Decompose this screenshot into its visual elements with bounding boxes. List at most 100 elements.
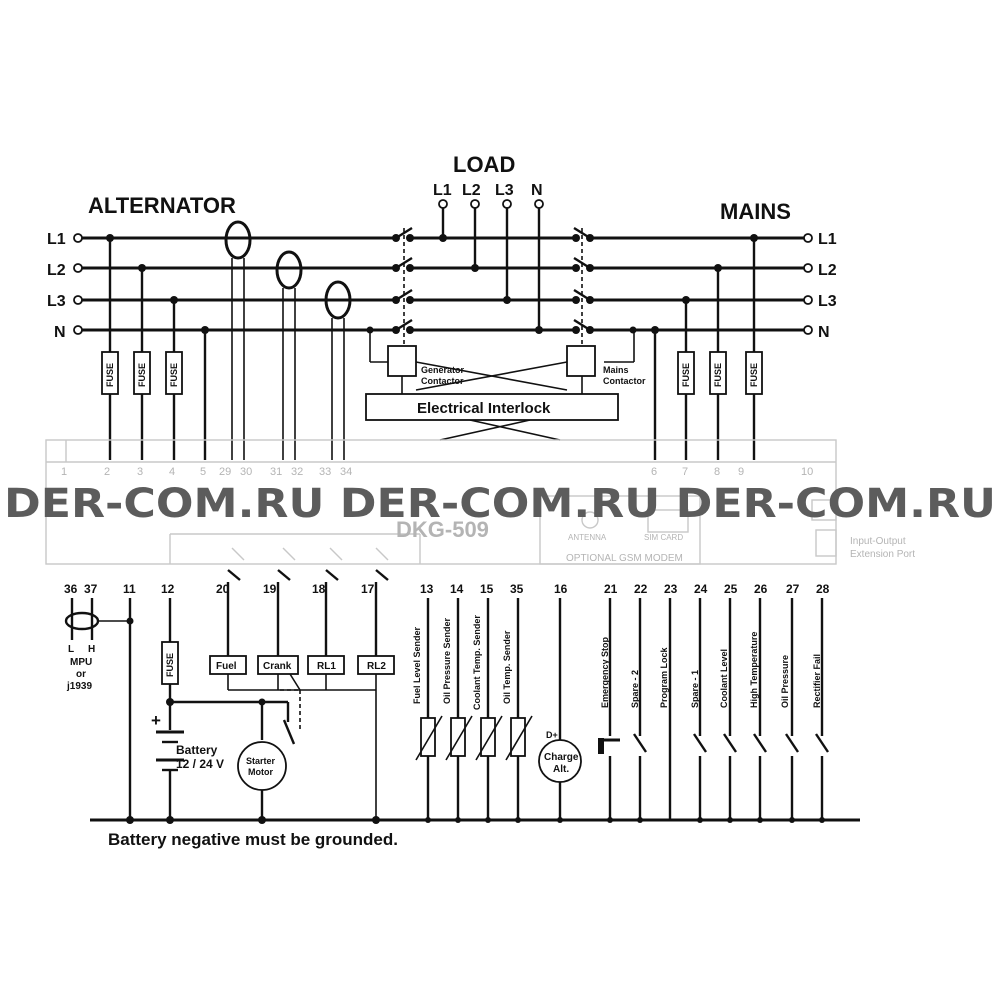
mpu-label-2: or — [76, 669, 86, 680]
bottom-terminal: 28 — [816, 582, 830, 596]
generator-contactor-coil — [387, 345, 417, 377]
load-label-n: N — [531, 182, 543, 199]
bottom-terminal: 24 — [694, 582, 708, 596]
bottom-terminal: 26 — [754, 582, 768, 596]
mpu-label-3: j1939 — [66, 681, 92, 692]
battery-label: Battery — [176, 743, 218, 757]
load-title: LOAD — [453, 152, 515, 177]
fuse-label: FUSE — [749, 363, 759, 387]
generator-contactor-switches — [392, 226, 414, 348]
alt-label-n: N — [54, 324, 66, 341]
bottom-terminal: 21 — [604, 582, 618, 596]
watermark: DER-COM.RU DER-COM.RU DER-COM.RU — [4, 481, 996, 527]
extension-port-label-1: Input-Output — [850, 536, 906, 547]
bottom-terminal: 27 — [786, 582, 800, 596]
top-terminal: 6 — [651, 466, 657, 478]
alt-label-l2: L2 — [47, 262, 66, 279]
input-oil-pressure: Oil Pressure — [780, 655, 790, 708]
sender-oil-temp: Oil Temp. Sender — [502, 630, 512, 704]
top-terminal: 31 — [270, 466, 282, 478]
mains-fuse-taps — [629, 234, 758, 460]
gsm-sim-label: SIM CARD — [644, 533, 683, 542]
input-rectifier-fail: Rectifier Fail — [812, 654, 822, 708]
load-label-l2: L2 — [462, 182, 481, 199]
generator-contactor-label-1: Generator — [421, 365, 465, 375]
mains-label-n: N — [818, 324, 830, 341]
battery-plus: + — [151, 711, 161, 730]
mains-fuse-l2: FUSE — [709, 351, 727, 395]
input-program-lock: Program Lock — [659, 646, 669, 708]
electrical-interlock-label: Electrical Interlock — [417, 400, 551, 417]
relay-rl1-label: RL1 — [317, 661, 336, 672]
sender-oil-pressure: Oil Pressure Sender — [442, 617, 452, 704]
fuse-label: FUSE — [713, 363, 723, 387]
mains-contactor-label-2: Contactor — [603, 376, 646, 386]
top-terminal: 32 — [291, 466, 303, 478]
charge-alt-terminal: D+ — [546, 730, 558, 740]
alternator-title: ALTERNATOR — [88, 193, 236, 218]
battery-voltage: 12 / 24 V — [176, 757, 224, 771]
alt-label-l1: L1 — [47, 231, 66, 248]
input-high-temperature: High Temperature — [749, 632, 759, 708]
mains-fuse-l3: FUSE — [677, 351, 695, 395]
supply-fuse — [161, 641, 179, 685]
alt-label-l3: L3 — [47, 293, 66, 310]
starter-motor-label-2: Motor — [248, 767, 273, 777]
alternator-fuse-l2: FUSE — [133, 351, 151, 395]
module-name: DKG-509 — [396, 517, 489, 542]
gsm-modem-title: OPTIONAL GSM MODEM — [566, 553, 683, 564]
bottom-terminal: 37 — [84, 582, 98, 596]
mains-fuse-l1: FUSE — [745, 351, 763, 395]
mains-contactor-label-1: Mains — [603, 365, 629, 375]
bottom-terminal: 14 — [450, 582, 464, 596]
bottom-terminal: 19 — [263, 582, 277, 596]
fuse-label: FUSE — [137, 363, 147, 387]
top-terminal: 4 — [169, 466, 175, 478]
mains-contactor-switches — [572, 226, 594, 348]
top-terminal: 10 — [801, 466, 813, 478]
bottom-terminal: 36 — [64, 582, 78, 596]
charge-alt-label-1: Charge — [544, 752, 579, 763]
relay-fuel-label: Fuel — [216, 661, 237, 672]
starter-motor — [237, 741, 287, 791]
bottom-terminal: 12 — [161, 582, 175, 596]
charge-alt-label-2: Alt. — [553, 764, 569, 775]
bottom-terminal: 20 — [216, 582, 230, 596]
top-terminal: 30 — [240, 466, 252, 478]
mains-label-l2: L2 — [818, 262, 837, 279]
input-spare-1: Spare - 1 — [690, 670, 700, 708]
top-terminal: 3 — [137, 466, 143, 478]
current-transformers — [224, 220, 352, 460]
load-label-l1: L1 — [433, 182, 452, 199]
alternator-fuse-l3: FUSE — [165, 351, 183, 395]
lower-wiring — [64, 569, 860, 824]
bottom-terminal: 22 — [634, 582, 648, 596]
gsm-antenna-label: ANTENNA — [568, 533, 607, 542]
bottom-terminal: 17 — [361, 582, 375, 596]
supply-fuse-label: FUSE — [165, 653, 175, 677]
generator-contactor-label-2: Contactor — [421, 376, 464, 386]
top-terminal: 2 — [104, 466, 110, 478]
bottom-terminal: 18 — [312, 582, 326, 596]
busbars — [73, 233, 813, 335]
fuse-label: FUSE — [169, 363, 179, 387]
bottom-terminal: 35 — [510, 582, 524, 596]
alternator-fuse-taps — [106, 234, 209, 460]
charge-alternator — [538, 739, 582, 783]
relay-rl2-label: RL2 — [367, 661, 386, 672]
sender-coolant-temp: Coolant Temp. Sender — [472, 615, 482, 710]
top-terminal: 7 — [682, 466, 688, 478]
mains-contactor-coil — [566, 345, 596, 377]
starter-motor-label-1: Starter — [246, 756, 276, 766]
top-terminal: 5 — [200, 466, 206, 478]
bottom-terminal: 25 — [724, 582, 738, 596]
fuse-label: FUSE — [681, 363, 691, 387]
mpu-l-label: L — [68, 644, 74, 655]
footer-note: Battery negative must be grounded. — [108, 830, 398, 849]
top-terminal-numbers: 1 2 3 4 5 29 30 31 32 33 34 6 7 8 9 10 — [61, 466, 813, 478]
mains-title: MAINS — [720, 199, 791, 224]
electrical-interlock-box — [365, 393, 619, 421]
bottom-terminal: 16 — [554, 582, 568, 596]
top-terminal: 34 — [340, 466, 352, 478]
